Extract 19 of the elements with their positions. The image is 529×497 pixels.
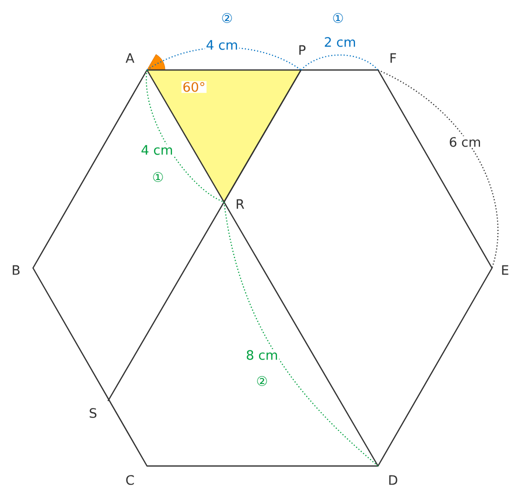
point-label: D [387,474,400,486]
point-label: C [124,474,136,486]
point-label: A [124,52,136,64]
point-label: E [500,264,510,276]
point-label: P [297,44,307,56]
point-label: R [234,198,246,210]
point-label: S [88,407,98,419]
angle-label: 60° [181,81,207,93]
dimension-label: ① [331,12,345,24]
dimension-label: 4 cm [140,144,174,156]
dimension-label: ① [151,171,165,183]
dimension-label: 6 cm [448,136,482,148]
point-label: B [10,264,22,276]
dimension-label: 2 cm [322,36,358,48]
dimension-label: 8 cm [244,349,280,361]
dimension-label: ② [220,12,234,24]
dimension-label: 4 cm [204,39,240,51]
dimension-label: ② [255,375,269,387]
point-label: F [388,52,398,64]
